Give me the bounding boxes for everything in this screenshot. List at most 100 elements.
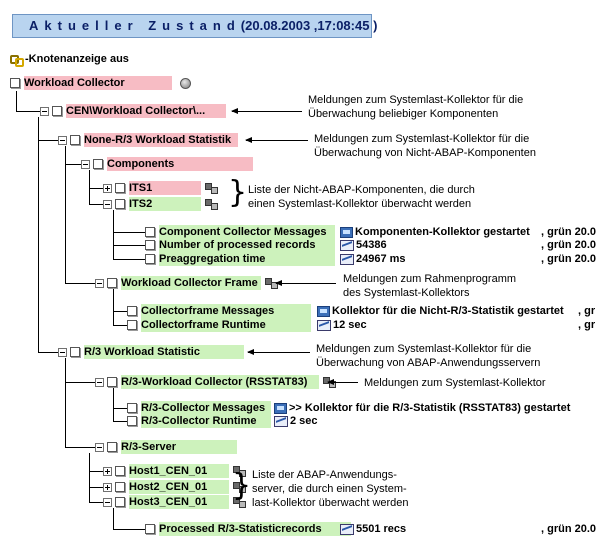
value-number-records: 54386 — [340, 238, 387, 252]
title-word: Aktueller Zustand — [29, 18, 241, 33]
hierarchy-link-icon — [10, 54, 24, 67]
expand-icon[interactable] — [103, 482, 112, 492]
tree-node-components[interactable]: Components — [81, 157, 253, 171]
collapse-icon[interactable] — [58, 135, 67, 145]
value-suffix: , gr — [578, 305, 596, 317]
properties-icon[interactable] — [205, 198, 218, 210]
value-r3-collector-runtime: 2 sec — [274, 414, 318, 428]
node-icon — [52, 106, 62, 116]
tree-node-none-r3-statistik[interactable]: None-R/3 Workload Statistik — [58, 133, 238, 147]
collapse-icon[interactable] — [103, 497, 112, 507]
graph-icon — [340, 239, 354, 251]
value-suffix: , gr — [578, 319, 596, 331]
tree-node-r3-server[interactable]: R/3-Server — [95, 440, 237, 454]
node-icon — [115, 497, 125, 507]
collapse-icon[interactable] — [40, 106, 49, 116]
properties-icon[interactable] — [233, 481, 246, 493]
tree-node-r3-collector-messages[interactable]: R/3-Collector Messages — [127, 401, 271, 415]
annotation-arrow — [247, 349, 310, 355]
value-collectorframe-messages: Kollektor für die Nicht-R/3-Statistik ge… — [317, 304, 564, 318]
tree-node-preaggregation-time[interactable]: Preaggregation time — [145, 252, 335, 266]
monitor-icon — [340, 226, 353, 238]
node-icon — [115, 466, 125, 476]
tree-node-workload-collector-frame[interactable]: Workload Collector Frame — [95, 276, 278, 290]
expand-icon[interactable] — [103, 466, 112, 476]
node-icon — [107, 442, 117, 452]
node-icon — [127, 320, 137, 330]
page-title: Aktueller Zustand(20.08.2003 ,17:08:45 ) — [12, 14, 377, 38]
collapse-icon[interactable] — [95, 278, 104, 288]
properties-icon[interactable] — [233, 496, 246, 508]
value-suffix: , grün 20.0 — [541, 253, 597, 265]
graph-icon — [340, 253, 354, 265]
value-suffix: , grün 20.0 — [541, 226, 597, 238]
tree-node-number-processed-records[interactable]: Number of processed records — [145, 238, 335, 252]
tree-node-collectorframe-messages[interactable]: Collectorframe Messages — [127, 304, 311, 318]
tree-node-host2[interactable]: Host2_CEN_01 — [103, 480, 246, 494]
annotation-arrow — [245, 137, 308, 143]
collapse-icon[interactable] — [95, 442, 104, 452]
collapse-icon[interactable] — [103, 199, 112, 209]
knotenanzeige-label: -Knotenanzeige aus — [25, 53, 129, 65]
knotenanzeige-toggle[interactable]: -Knotenanzeige aus — [10, 53, 129, 67]
value-component-messages: Komponenten-Kollektor gestartet — [340, 225, 530, 239]
node-icon — [115, 183, 125, 193]
annotation-brace: } — [228, 175, 248, 210]
node-icon — [115, 482, 125, 492]
annotation-note: Liste der Nicht-ABAP-Komponenten, die du… — [248, 184, 475, 210]
annotation-arrow — [231, 108, 302, 114]
annotation-note: Meldungen zum Systemlast-Kollektor für d… — [308, 94, 524, 120]
tree-node-collectorframe-runtime[interactable]: Collectorframe Runtime — [127, 318, 311, 332]
tree-node-its2[interactable]: ITS2 — [103, 197, 218, 211]
properties-icon[interactable] — [205, 182, 218, 194]
status-grey-icon — [180, 77, 191, 89]
node-icon — [107, 278, 117, 288]
annotation-note: Meldungen zum Systemlast-Kollektor für d… — [316, 343, 541, 369]
annotation-note: Meldungen zum Systemlast-Kollektor — [364, 377, 546, 389]
value-collectorframe-runtime: 12 sec — [317, 318, 367, 332]
tree-node-component-collector-messages[interactable]: Component Collector Messages — [145, 225, 335, 239]
tree-node-r3-workload-collector[interactable]: R/3-Workload Collector (RSSTAT83) — [95, 375, 336, 389]
title-time: (20.08.2003 ,17:08:45 ) — [240, 18, 378, 33]
collapse-icon[interactable] — [58, 347, 67, 357]
annotation-brace: } — [232, 468, 252, 503]
expand-icon[interactable] — [103, 183, 112, 193]
annotation-note: Liste der ABAP-Anwendungs-server, die du… — [252, 469, 409, 509]
annotation-note: Meldungen zum Systemlast-Kollektor für d… — [314, 133, 536, 159]
node-icon — [145, 254, 155, 264]
node-icon — [93, 159, 103, 169]
graph-icon — [274, 415, 288, 427]
collapse-icon[interactable] — [95, 377, 104, 387]
value-preaggregation-time: 24967 ms — [340, 252, 406, 266]
node-icon — [145, 240, 155, 250]
monitor-icon — [317, 305, 330, 317]
value-processed-records: 5501 recs — [340, 522, 407, 536]
node-icon — [145, 227, 155, 237]
properties-icon[interactable] — [233, 465, 246, 477]
node-icon — [145, 524, 155, 534]
node-icon — [70, 135, 80, 145]
value-suffix: , grün 20.0 — [541, 523, 597, 535]
node-icon — [127, 306, 137, 316]
collapse-icon[interactable] — [81, 159, 90, 169]
annotation-arrow — [275, 280, 336, 286]
tree-node-r3-workload-statistic[interactable]: R/3 Workload Statistic — [58, 345, 244, 359]
monitor-icon — [274, 402, 287, 414]
tree-node-host1[interactable]: Host1_CEN_01 — [103, 464, 246, 478]
node-icon — [70, 347, 80, 357]
tree-node-cen-collector[interactable]: CEN\Workload Collector\... — [40, 104, 226, 118]
node-icon — [10, 78, 20, 88]
graph-icon — [317, 319, 331, 331]
annotation-arrow — [327, 379, 358, 385]
tree-node-its1[interactable]: ITS1 — [103, 181, 218, 195]
tree-node-processed-r3-statisticrecords[interactable]: Processed R/3-Statisticrecords — [145, 522, 351, 536]
tree-node-workload-collector[interactable]: Workload Collector — [10, 76, 191, 90]
node-icon — [107, 377, 117, 387]
node-icon — [115, 199, 125, 209]
tree-node-host3[interactable]: Host3_CEN_01 — [103, 495, 246, 509]
node-icon — [127, 416, 137, 426]
graph-icon — [340, 523, 354, 535]
tree-node-r3-collector-runtime[interactable]: R/3-Collector Runtime — [127, 414, 271, 428]
value-r3-collector-messages: >> Kollektor für die R/3-Statistik (RSST… — [274, 401, 571, 415]
